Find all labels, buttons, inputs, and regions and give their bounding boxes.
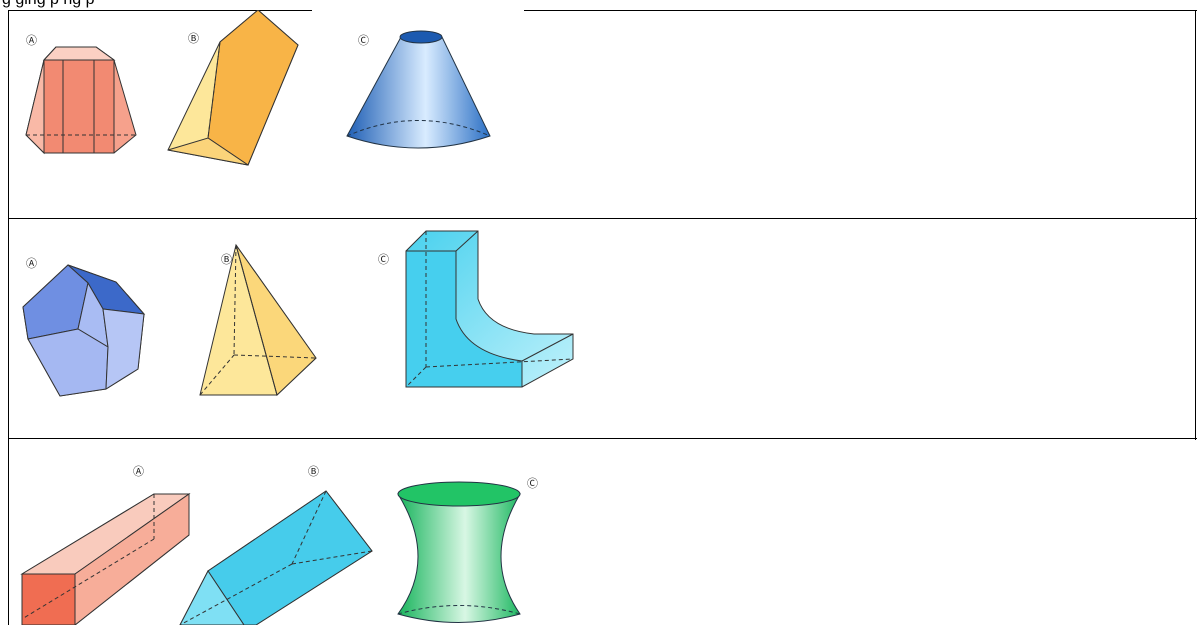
figure-table: Ⓐ Ⓑ Ⓒ [8, 9, 1197, 627]
row-2: Ⓐ Ⓑ Ⓒ [8, 219, 608, 438]
figure-label-a-2: Ⓐ [26, 257, 37, 270]
triangular-prism-figure: Ⓑ [167, 9, 299, 166]
figure-label-b-3: Ⓑ [308, 465, 319, 478]
row-3: Ⓐ Ⓑ Ⓒ [8, 439, 608, 627]
figure-label-b-2: Ⓑ [221, 253, 232, 266]
figure-label-b: Ⓑ [188, 32, 199, 45]
rectangular-prism-figure: Ⓐ [20, 465, 191, 627]
figure-label-a-3: Ⓐ [133, 465, 144, 478]
triangular-prism-2-figure: Ⓑ [179, 465, 373, 626]
row-1: Ⓐ Ⓑ Ⓒ [8, 9, 608, 218]
dodecahedron-figure: Ⓐ [22, 257, 146, 397]
figure-label-a: Ⓐ [26, 34, 37, 47]
square-pyramid-figure: Ⓑ [199, 243, 317, 396]
figure-label-c: Ⓒ [358, 34, 369, 47]
hexagonal-frustum-figure: Ⓐ [25, 34, 137, 155]
figure-label-c-3: Ⓒ [527, 477, 538, 490]
header-text: g ging p ng p [2, 0, 95, 9]
figure-label-c-2: Ⓒ [378, 253, 389, 266]
curved-l-block-figure: Ⓒ [378, 230, 574, 388]
hyperboloid-figure: Ⓒ [397, 477, 538, 623]
table-lines [8, 10, 1197, 625]
cone-frustum-figure: Ⓒ [346, 30, 491, 149]
